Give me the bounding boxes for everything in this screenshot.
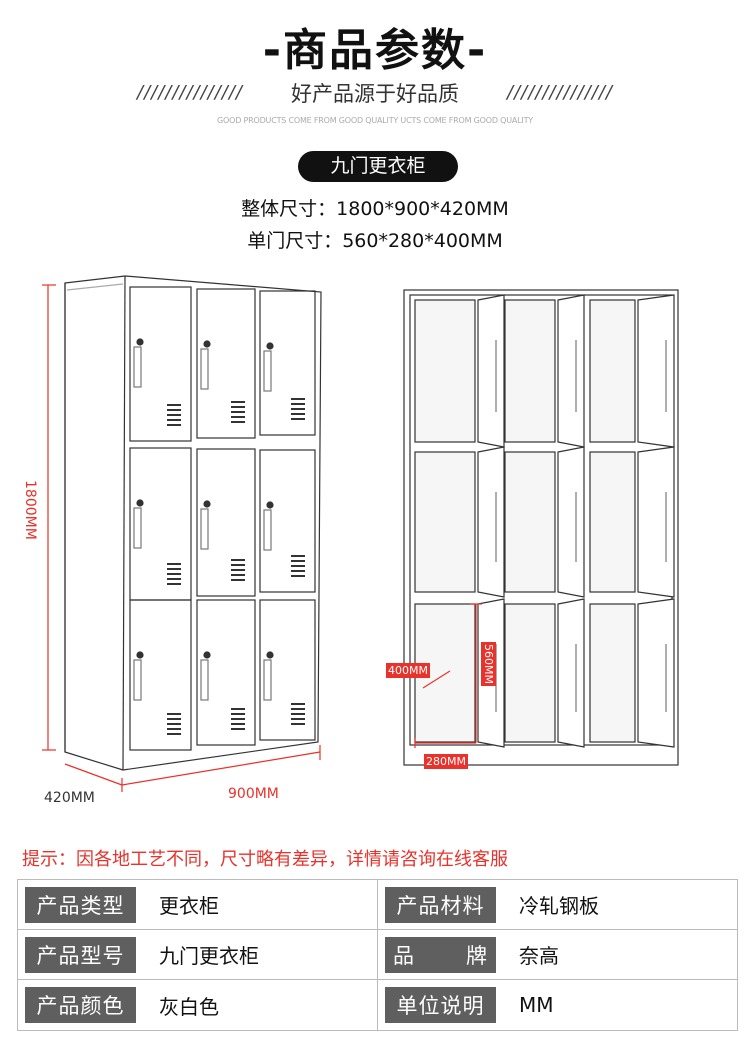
table-row: 产品颜色灰白色 单位说明 MM (18, 980, 738, 1030)
locker-door (129, 286, 192, 442)
decorative-slashes-right: /////////////// (507, 82, 613, 103)
open-locker-compartment (504, 598, 585, 748)
locker-door (196, 448, 256, 597)
height-label: 1800MM (22, 480, 38, 540)
locker-door (259, 449, 316, 593)
locker-door (259, 599, 316, 741)
open-locker-compartment (414, 294, 505, 448)
locker-illustrations (42, 275, 679, 792)
product-name-badge: 九门更衣柜 (298, 151, 458, 182)
spec-label: 产品颜色 (25, 987, 136, 1023)
spec-label: 产品类型 (25, 886, 136, 923)
door-width-label: 280MM (424, 754, 468, 769)
door-dimension-lines (414, 603, 482, 748)
spec-label: 单位说明 (385, 987, 496, 1023)
locker-door (196, 599, 256, 746)
spec-label-part: 品 (393, 943, 415, 968)
height-dimension-line (42, 284, 321, 792)
width-label: 900MM (228, 786, 279, 802)
open-locker-compartment (414, 446, 505, 598)
closed-locker-drawing (64, 275, 322, 771)
spec-value: MM (519, 993, 554, 1017)
door-size: 单门尺寸：560*280*400MM (247, 230, 503, 252)
locker-door (259, 290, 316, 436)
spec-value: 更衣柜 (159, 894, 219, 918)
spec-value: 九门更衣柜 (159, 944, 259, 968)
spec-label: 产品型号 (25, 936, 136, 973)
spec-label: 产品材料 (385, 886, 496, 923)
locker-door (196, 288, 256, 439)
open-locker-compartment (589, 598, 675, 748)
spec-value: 冷轧钢板 (519, 894, 599, 918)
open-locker-compartment (504, 294, 585, 448)
door-depth-label: 400MM (386, 663, 430, 678)
door-height-label: 560MM (481, 642, 496, 686)
depth-label: 420MM (44, 790, 95, 806)
slogan: 好产品源于好品质 (291, 82, 459, 106)
spec-value: 灰白色 (159, 994, 219, 1019)
english-slogan: GOOD PRODUCTS COME FROM GOOD QUALITY UCT… (217, 116, 533, 125)
open-locker-compartment (504, 446, 585, 598)
table-row: 产品类型更衣柜 产品材料冷轧钢板 (18, 880, 738, 930)
spec-table: 产品类型更衣柜 产品材料冷轧钢板 产品型号九门更衣柜 品牌奈高 产品颜色灰白色 … (17, 879, 738, 1031)
open-locker-compartment (589, 446, 675, 598)
spec-label: 品牌 (385, 936, 496, 973)
spec-label-part: 牌 (466, 943, 488, 968)
locker-door (129, 599, 192, 751)
spec-value: 奈高 (519, 944, 559, 968)
open-locker-compartment (589, 294, 675, 448)
overall-size: 整体尺寸：1800*900*420MM (241, 198, 509, 220)
page-title: -商品参数- (262, 25, 488, 76)
decorative-slashes-left: /////////////// (137, 82, 243, 103)
notice-text: 提示：因各地工艺不同，尺寸略有差异，详情请咨询在线客服 (22, 849, 508, 870)
open-locker-drawing (403, 289, 679, 766)
table-row: 产品型号九门更衣柜 品牌奈高 (18, 930, 738, 980)
